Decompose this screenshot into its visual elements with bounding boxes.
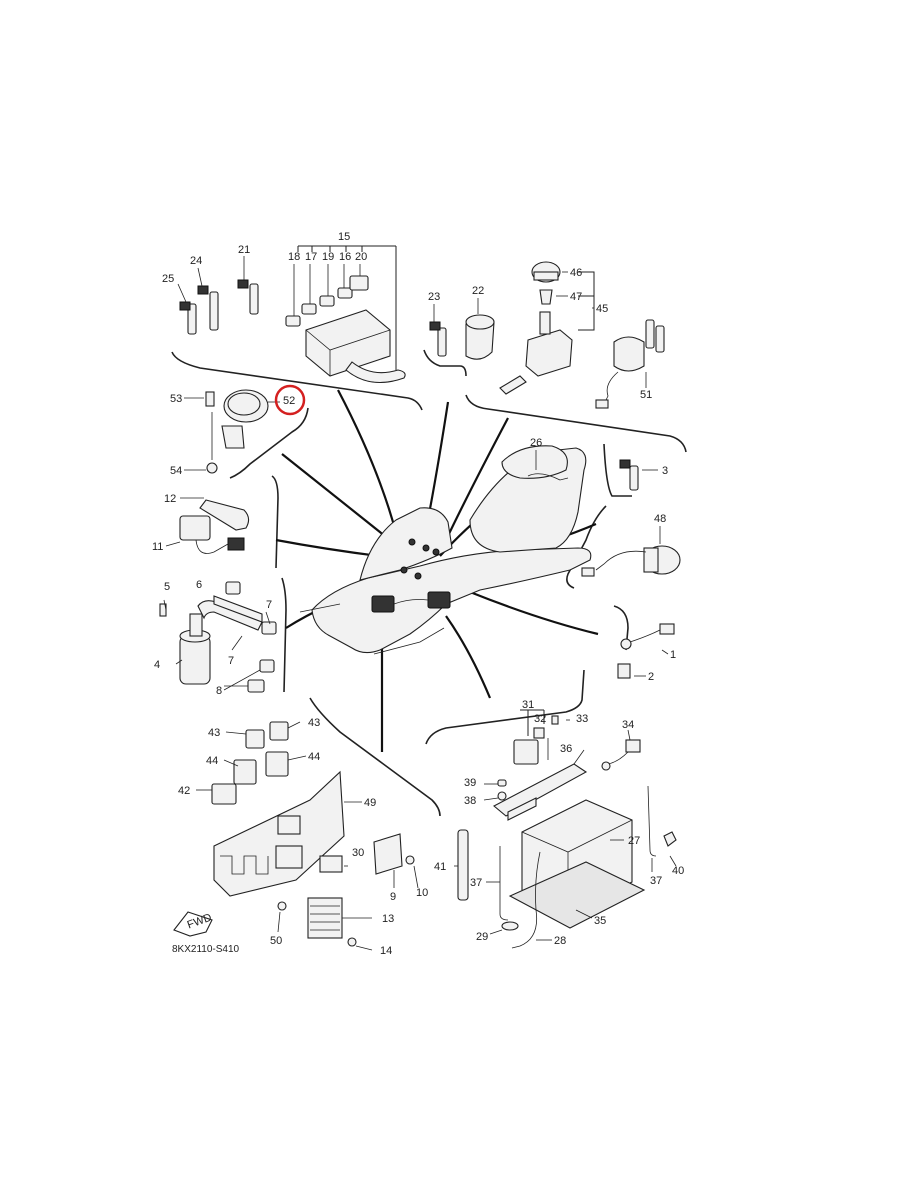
part-label-44b: 44 [308,751,320,763]
part-label-46: 46 [570,267,582,279]
harness-connector-left [371,595,395,613]
part-label-13: 13 [382,913,394,925]
part-label-18: 18 [288,251,300,263]
part-label-38: 38 [464,795,476,807]
part-label-34: 34 [622,719,634,731]
part-label-3: 3 [662,465,668,477]
right-side-parts [527,450,681,679]
part-label-40: 40 [672,865,684,877]
part-label-51: 51 [640,389,652,401]
part-label-48: 48 [654,513,666,525]
part-label-41: 41 [434,861,446,873]
part-label-4: 4 [154,659,160,671]
ignition-coil-group [159,581,277,693]
part-label-17: 17 [305,251,317,263]
part-label-1: 1 [670,649,676,661]
part-label-23: 23 [428,291,440,303]
battery-group [454,709,677,949]
fuse-box-group [285,245,406,383]
part-label-20: 20 [355,251,367,263]
part-label-22: 22 [472,285,484,297]
snowmobile-outline [299,445,592,655]
part-label-19: 19 [322,251,334,263]
part-label-47: 47 [570,291,582,303]
part-label-21: 21 [238,244,250,256]
part-label-54: 54 [170,465,182,477]
part-label-7b: 7 [228,655,234,667]
part-label-43b: 43 [308,717,320,729]
part-label-10: 10 [416,887,428,899]
part-label-37a: 37 [470,877,482,889]
part-label-33: 33 [576,713,588,725]
part-label-7a: 7 [266,599,272,611]
highlight-circle-52 [274,384,306,416]
part-labels: 15 18 17 19 16 20 21 24 25 23 22 46 47 4… [152,231,684,957]
part-label-42: 42 [178,785,190,797]
part-label-43a: 43 [208,727,220,739]
part-label-24: 24 [190,255,202,267]
part-label-30: 30 [352,847,364,859]
part-label-28: 28 [554,935,566,947]
cdi-box-group [196,721,419,951]
clamp-group-top-left [177,256,259,335]
part-label-35: 35 [594,915,606,927]
part-label-31: 31 [522,699,534,711]
part-label-2: 2 [648,671,654,683]
part-label-12: 12 [164,493,176,505]
part-label-8: 8 [216,685,222,697]
part-label-50: 50 [270,935,282,947]
part-label-26: 26 [530,437,542,449]
part-label-52: 52 [283,395,295,407]
part-label-49: 49 [364,797,376,809]
part-label-27: 27 [628,835,640,847]
part-label-32: 32 [534,713,546,725]
switch-cap-group [499,261,665,409]
part-label-39: 39 [464,777,476,789]
relay-bracket-group [165,497,250,554]
part-label-11: 11 [152,541,163,553]
part-label-53: 53 [170,393,182,405]
harness-connector-right [427,591,451,609]
part-label-6: 6 [196,579,202,591]
part-label-15: 15 [338,231,350,243]
part-label-29: 29 [476,931,488,943]
meter-group [184,384,306,474]
part-label-37b: 37 [650,875,662,887]
part-label-16: 16 [339,251,351,263]
part-label-5: 5 [164,581,170,593]
part-label-36: 36 [560,743,572,755]
part-label-9: 9 [390,891,396,903]
diagram-code: 8KX2110-S410 [172,944,240,955]
part-label-45: 45 [596,303,608,315]
clamp-bulb-group [429,298,495,360]
zone-separators [171,349,687,817]
part-label-14: 14 [380,945,392,957]
part-label-44a: 44 [206,755,218,767]
part-label-25: 25 [162,273,174,285]
fwd-arrow-icon: FWD [173,911,213,937]
